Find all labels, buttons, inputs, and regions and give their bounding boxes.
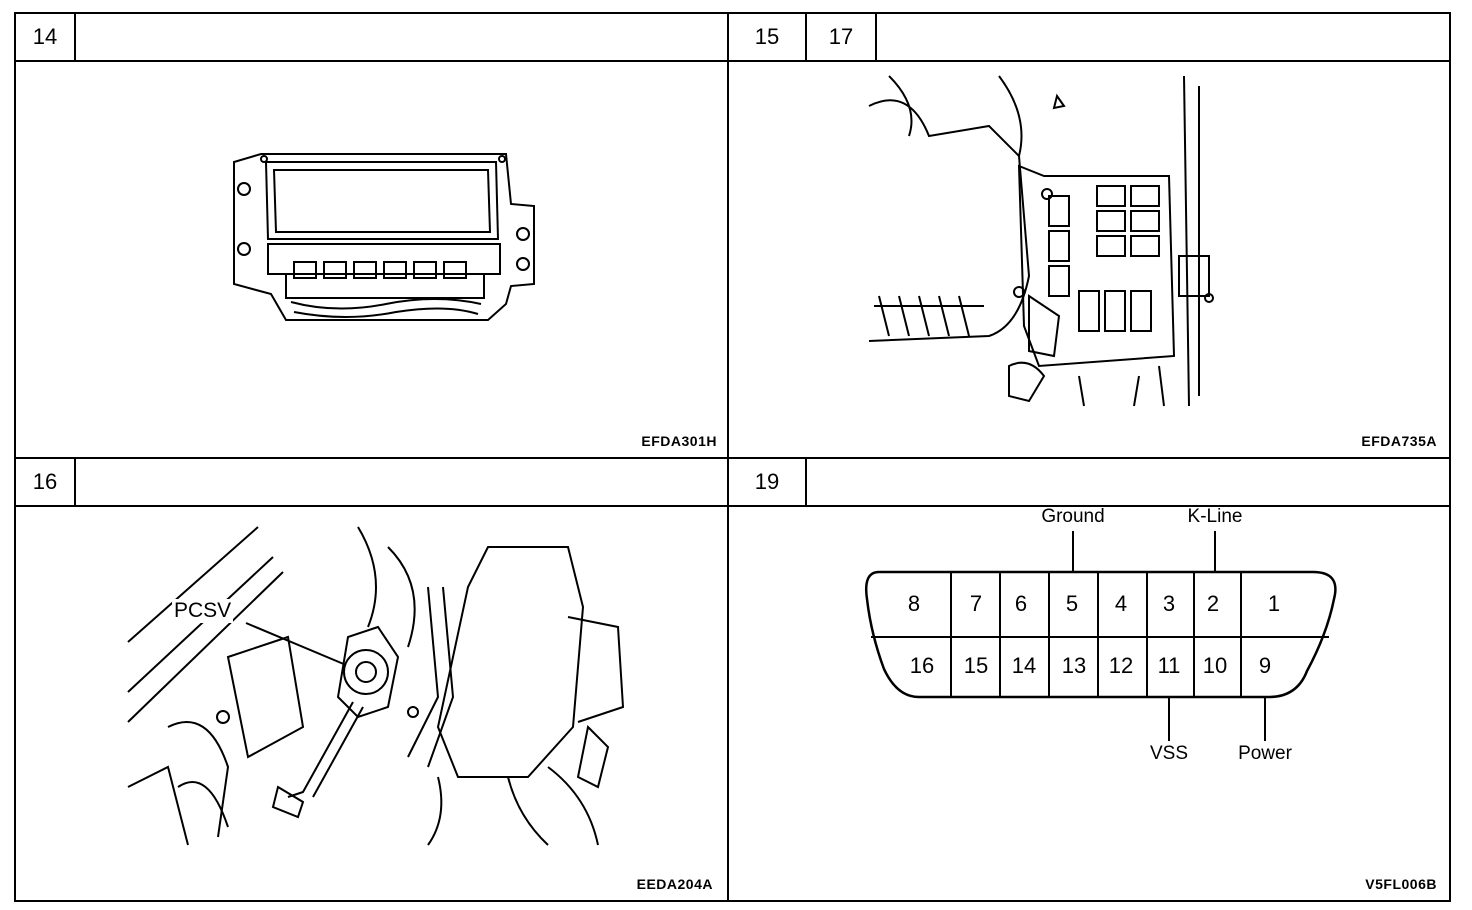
pin-label: 12 xyxy=(1109,653,1133,678)
pin-label: 7 xyxy=(970,591,982,616)
vss-label: VSS xyxy=(1150,743,1188,764)
connector-outline xyxy=(865,570,1337,699)
power-label: Power xyxy=(1238,743,1293,764)
panel-header: 15 17 xyxy=(729,14,1449,62)
pin-label: 4 xyxy=(1115,591,1127,616)
ground-label: Ground xyxy=(1041,506,1104,527)
panel-16: 16 xyxy=(16,459,729,900)
step-number: 14 xyxy=(16,14,76,60)
pin-label: 13 xyxy=(1062,653,1086,678)
pcsv-label: PCSV xyxy=(172,599,234,623)
figure-code: EFDA301H xyxy=(641,433,717,449)
pcsv-leader-line xyxy=(245,622,347,666)
figure-code: V5FL006B xyxy=(1365,876,1437,892)
figure-code: EFDA735A xyxy=(1361,433,1437,449)
pin-label: 8 xyxy=(908,591,920,616)
pin-label: 5 xyxy=(1066,591,1078,616)
fuse-box-illustration xyxy=(868,75,1214,407)
panel-header: 14 xyxy=(16,14,727,62)
pin-label: 3 xyxy=(1163,591,1175,616)
kline-label: K-Line xyxy=(1188,506,1243,527)
pin-label: 10 xyxy=(1203,653,1227,678)
step-number: 17 xyxy=(807,14,877,60)
pin-label: 9 xyxy=(1259,653,1271,678)
pin-label: 15 xyxy=(964,653,988,678)
diagram-sheet: 14 EFDA301H xyxy=(14,12,1451,902)
panel-header: 16 xyxy=(16,459,727,507)
figure-code: EEDA204A xyxy=(636,876,713,892)
step-number: 15 xyxy=(729,14,807,60)
pin-label: 14 xyxy=(1012,653,1036,678)
pin-label: 16 xyxy=(910,653,934,678)
ecm-module-illustration xyxy=(233,153,535,321)
step-number: 19 xyxy=(729,459,807,505)
pin-label: 2 xyxy=(1207,591,1219,616)
pin-label: 1 xyxy=(1268,591,1280,616)
engine-bay-illustration xyxy=(127,526,625,846)
pin-label: 11 xyxy=(1158,653,1181,678)
panel-header: 19 xyxy=(729,459,1449,507)
step-number: 16 xyxy=(16,459,76,505)
panel-14: 14 EFDA301H xyxy=(16,14,729,459)
pin-label: 6 xyxy=(1015,591,1027,616)
panel-15-17: 15 17 xyxy=(729,14,1449,459)
